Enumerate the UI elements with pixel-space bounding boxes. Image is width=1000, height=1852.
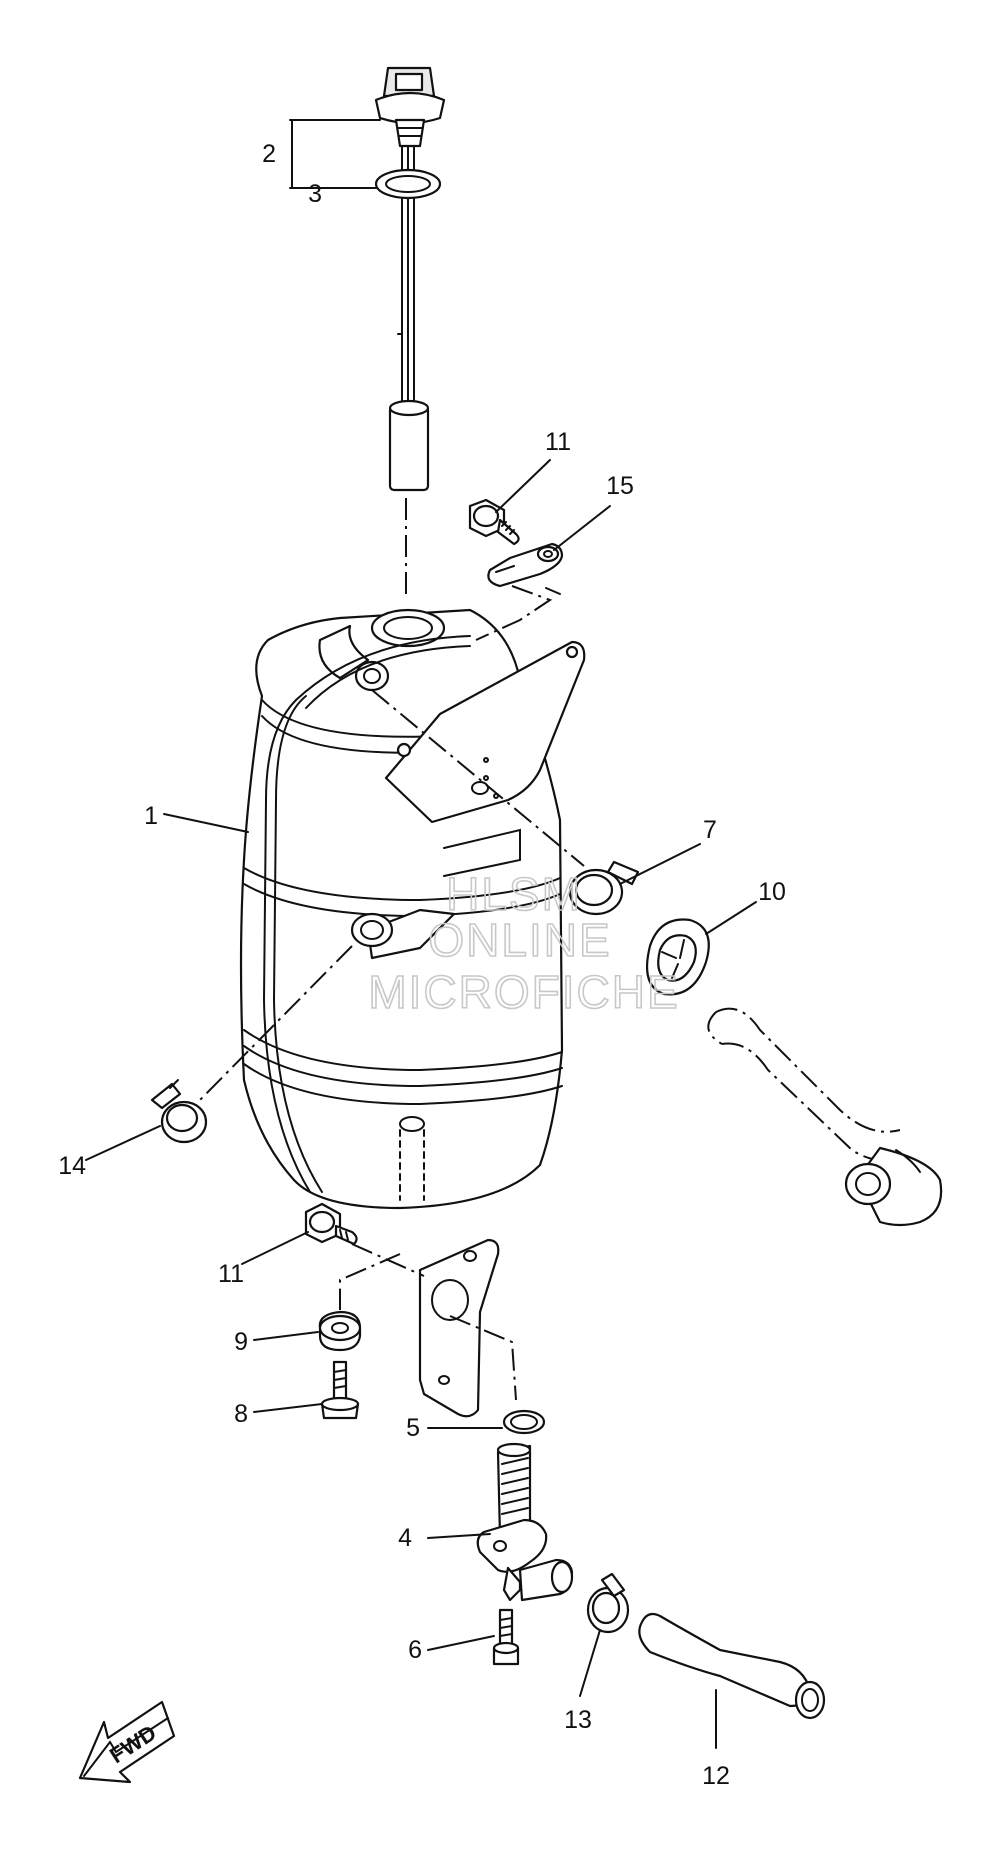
callout-7: 7: [703, 816, 717, 844]
bolt-11-upper: [468, 498, 520, 546]
watermark-line-1: HLSM: [446, 868, 582, 920]
hose-clamp-13: [586, 1572, 630, 1634]
watermark-line-3: MICROFICHE: [368, 966, 679, 1018]
callout-14: 14: [58, 1152, 86, 1180]
callout-11-upper: 11: [545, 428, 571, 456]
grommet-10: [646, 918, 710, 996]
hose-clamp-14: [150, 1079, 208, 1144]
bolt-8: [320, 1360, 360, 1420]
bolt-6: [492, 1608, 520, 1666]
watermark-line-2: ONLINE: [428, 914, 611, 966]
callout-3: 3: [308, 180, 322, 208]
drain-hose-12: [638, 1612, 826, 1720]
level-sensor-part: [374, 66, 446, 492]
vent-hose: [707, 1007, 943, 1227]
callout-15: 15: [606, 472, 634, 500]
fwd-arrow-icon: FWD: [78, 1700, 176, 1784]
callout-5: 5: [406, 1414, 420, 1442]
washer-9: [318, 1310, 362, 1352]
bolt-11-lower: [304, 1202, 358, 1246]
callout-12: 12: [702, 1762, 730, 1790]
callout-11-lower: 11: [218, 1260, 244, 1288]
callout-9: 9: [234, 1328, 248, 1356]
callout-4: 4: [398, 1524, 412, 1552]
drain-fitting-4: [476, 1442, 574, 1602]
callout-10: 10: [758, 878, 786, 906]
callout-13: 13: [564, 1706, 592, 1734]
oil-tank-part: [239, 608, 586, 1418]
callout-1: 1: [144, 802, 158, 830]
callout-2: 2: [262, 140, 276, 168]
clamp-15: [487, 542, 564, 588]
callout-6: 6: [408, 1636, 422, 1664]
callout-8: 8: [234, 1400, 248, 1428]
o-ring-3: [374, 168, 442, 200]
